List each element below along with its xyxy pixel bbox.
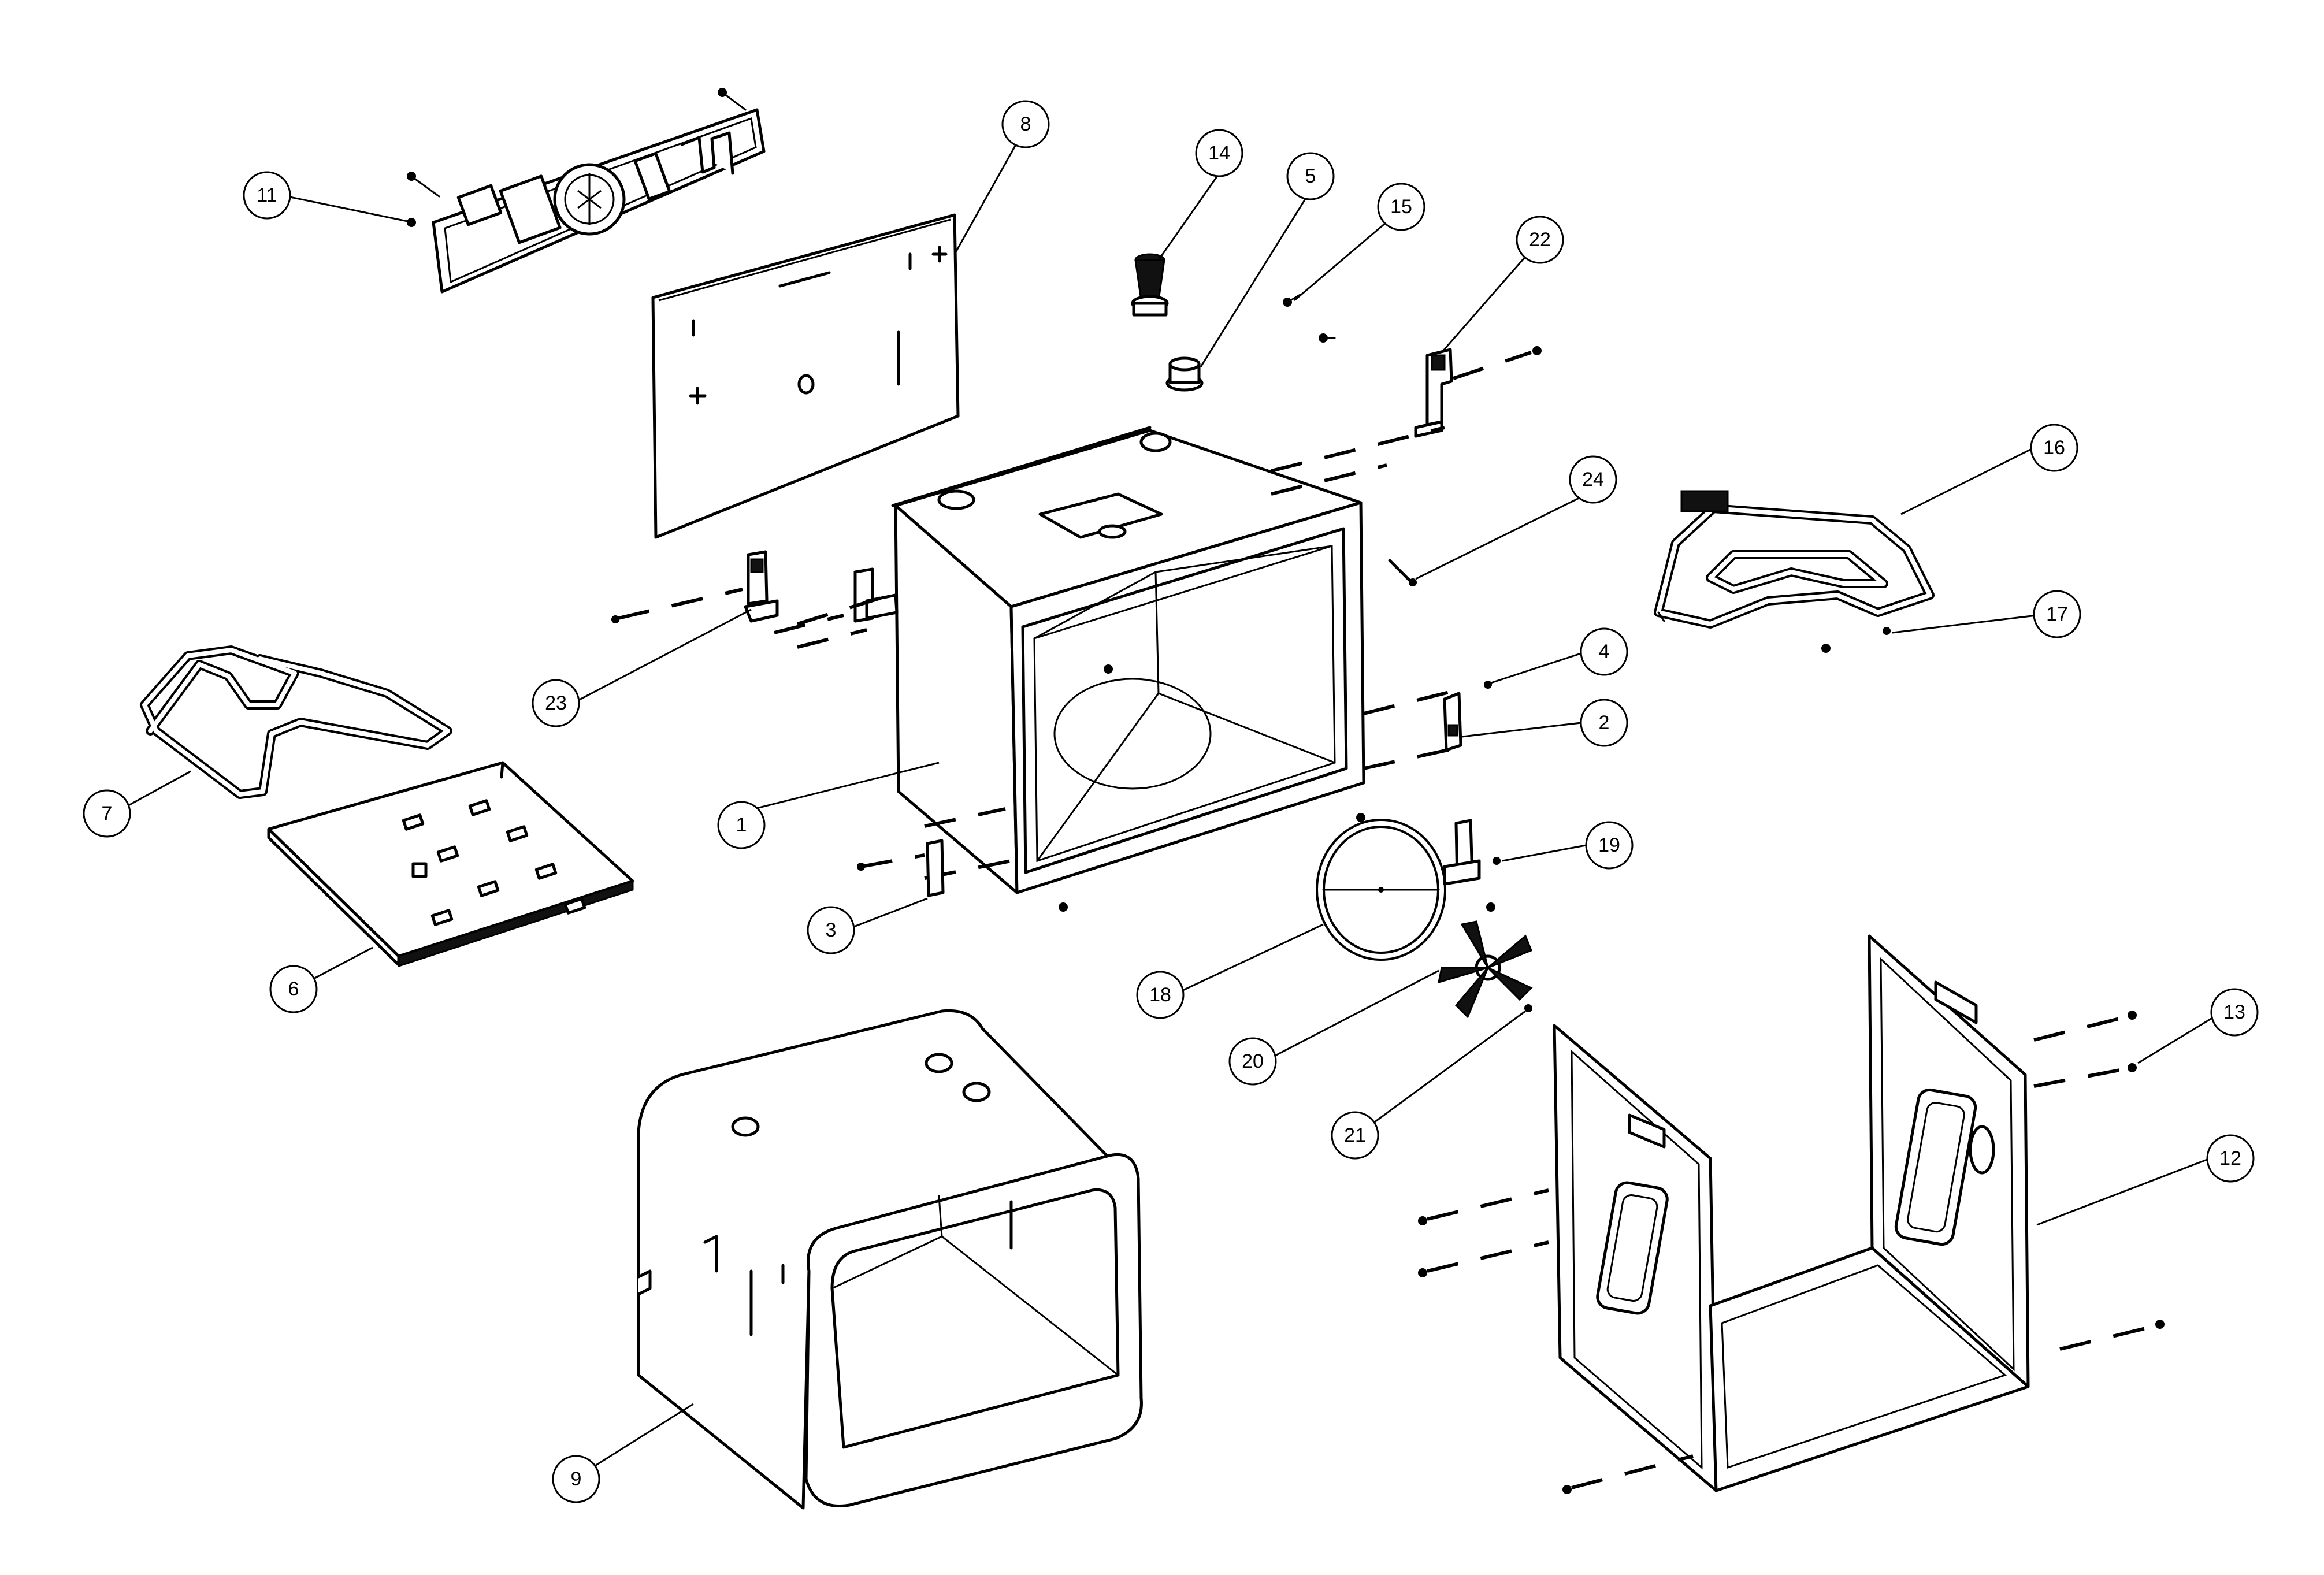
callout-18: 18 <box>1136 971 1185 1019</box>
svg-text:18: 18 <box>1149 984 1171 1006</box>
svg-text:12: 12 <box>2219 1147 2241 1169</box>
svg-text:19: 19 <box>1598 834 1620 856</box>
lamp-holder <box>1165 356 1204 392</box>
control-panel-bracket <box>407 88 766 294</box>
callout-5: 5 <box>1286 152 1335 200</box>
bottom-plate <box>267 761 634 968</box>
svg-text:9: 9 <box>571 1468 582 1490</box>
callout-11: 11 <box>243 171 291 220</box>
circular-heating-element <box>1316 819 1501 961</box>
svg-text:7: 7 <box>102 803 113 824</box>
callout-4: 4 <box>1580 627 1628 676</box>
callout-21: 21 <box>1331 1111 1379 1160</box>
svg-text:16: 16 <box>2043 437 2065 459</box>
callout-16: 16 <box>2030 424 2078 472</box>
convection-fan <box>1438 920 1533 1019</box>
svg-text:22: 22 <box>1529 229 1551 251</box>
callout-22: 22 <box>1516 216 1564 264</box>
lower-heating-element <box>140 645 452 799</box>
callout-17: 17 <box>2033 590 2081 638</box>
hinge-bracket-lower-left <box>611 550 844 634</box>
callout-24: 24 <box>1569 455 1617 504</box>
svg-text:21: 21 <box>1344 1124 1366 1146</box>
hinge-bracket-upper <box>1414 346 1542 438</box>
callout-7: 7 <box>83 789 131 838</box>
svg-text:11: 11 <box>257 184 277 206</box>
callout-bubbles: 1 2 3 4 5 6 7 8 9 11 12 13 14 15 16 17 1… <box>83 100 2259 1503</box>
callout-2: 2 <box>1580 699 1628 747</box>
svg-text:13: 13 <box>2223 1001 2245 1023</box>
upper-heating-element <box>1654 490 1935 653</box>
callout-3: 3 <box>807 906 855 954</box>
callout-12: 12 <box>2206 1134 2255 1183</box>
svg-text:2: 2 <box>1599 712 1610 734</box>
svg-text:8: 8 <box>1020 113 1031 135</box>
callout-6: 6 <box>269 965 318 1013</box>
callout-13: 13 <box>2210 988 2259 1037</box>
svg-text:4: 4 <box>1599 641 1610 663</box>
svg-text:1: 1 <box>736 814 747 836</box>
cover-plate <box>651 213 960 539</box>
callout-9: 9 <box>552 1455 600 1503</box>
bracket-3 <box>857 839 945 897</box>
svg-text:14: 14 <box>1208 142 1230 164</box>
rear-side-panel-frame <box>1418 934 2165 1494</box>
leader-lines <box>124 142 2219 1468</box>
pin-24 <box>1388 559 1417 586</box>
callout-14: 14 <box>1195 129 1243 177</box>
side-bracket-2 <box>1443 681 1492 752</box>
callout-8: 8 <box>1001 100 1050 148</box>
callout-19: 19 <box>1585 821 1634 870</box>
callout-20: 20 <box>1228 1037 1277 1086</box>
svg-text:24: 24 <box>1582 469 1604 491</box>
svg-text:3: 3 <box>826 919 837 941</box>
svg-text:17: 17 <box>2046 603 2068 625</box>
outer-casing <box>637 1009 1143 1510</box>
oven-cavity <box>797 426 1457 912</box>
callout-15: 15 <box>1377 183 1425 231</box>
svg-text:15: 15 <box>1390 196 1412 218</box>
callout-23: 23 <box>532 679 580 727</box>
svg-text:23: 23 <box>545 692 567 714</box>
svg-text:20: 20 <box>1242 1050 1264 1072</box>
callout-1: 1 <box>717 801 766 849</box>
svg-text:5: 5 <box>1305 165 1316 187</box>
control-knob <box>1131 253 1169 317</box>
svg-text:6: 6 <box>288 978 299 1000</box>
